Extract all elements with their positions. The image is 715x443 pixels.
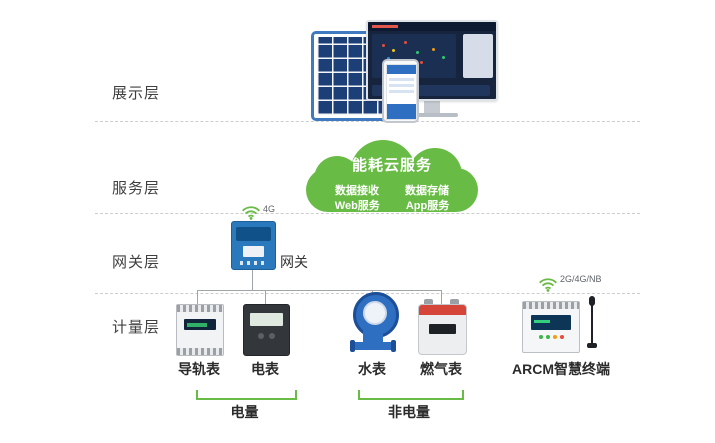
antenna-tip: [589, 296, 595, 306]
cloud-feature-data-store: 数据存储: [405, 185, 449, 197]
meter-label-rail: 导轨表: [178, 361, 220, 377]
cloud-feature-data-receive: 数据接收: [335, 185, 379, 197]
power-meter-display: [250, 313, 283, 326]
desktop-monitor: [366, 20, 498, 117]
cloud-feature-app-service: App服务: [405, 200, 450, 212]
phone-app-content: [389, 78, 414, 81]
cloud-feature-row: 数据接收 数据存储: [306, 182, 478, 198]
cloud-shape: 能耗云服务 数据接收 数据存储 Web服务 App服务: [306, 140, 478, 216]
arcm-terminals-top: [523, 302, 579, 309]
phone-app-footer: [387, 104, 416, 119]
group-bracket-electric: [196, 390, 297, 400]
cloud-title: 能耗云服务: [351, 157, 432, 174]
water-meter-dial: [363, 301, 387, 325]
map-markers: [382, 44, 385, 47]
wifi-signal-icon: [539, 278, 557, 292]
gas-meter-device: [418, 299, 467, 355]
monitor-stand-neck: [424, 101, 440, 113]
phone-screen: [386, 64, 417, 120]
din-rail-meter-device: [176, 304, 224, 356]
gas-meter-body: [418, 304, 467, 355]
layer-label-metering: 计量层: [112, 319, 161, 336]
monitor-screen: [366, 20, 498, 101]
connector-gateway-down: [252, 268, 253, 291]
connector-drop-power-meter: [265, 290, 266, 306]
gateway-ports: [240, 261, 267, 265]
connector-drop-gas-meter: [441, 290, 442, 306]
connector-drop-rail-meter: [197, 290, 198, 306]
meter-label-water: 水表: [358, 361, 386, 377]
meter-label-arcm: ARCM智慧终端: [512, 361, 610, 377]
power-meter-buttons: [244, 333, 289, 339]
arcm-display: [531, 315, 571, 330]
group-bracket-non-electric: [358, 390, 464, 400]
gas-meter-red-band: [419, 305, 466, 315]
gateway-signal-label: 4G: [263, 204, 276, 214]
water-meter-pipe: [350, 340, 396, 352]
gateway-nameplate: [243, 246, 264, 257]
arcm-status-leds: [523, 335, 579, 339]
layer-label-service: 服务层: [112, 180, 161, 197]
rail-meter-lcd: [184, 319, 216, 330]
wifi-signal-icon: [242, 206, 260, 220]
meter-label-gas: 燃气表: [420, 361, 462, 377]
group-label-non-electric: 非电量: [388, 404, 430, 420]
meter-label-power: 电表: [251, 361, 279, 377]
cloud-feature-row: Web服务 App服务: [306, 197, 478, 213]
monitor-stand-base: [406, 113, 458, 117]
antenna-base: [587, 343, 597, 348]
cloud-feature-web-service: Web服务: [334, 200, 380, 212]
phone-app-header: [387, 65, 416, 74]
water-meter-device: [350, 292, 399, 354]
cloud-base: [306, 168, 478, 212]
group-label-electric: 电量: [230, 404, 259, 420]
antenna-rod: [591, 304, 593, 344]
gas-meter-counter: [429, 324, 456, 334]
gas-meter-pipe-left: [424, 299, 433, 306]
arcm-terminal-device: [522, 301, 580, 353]
rail-meter-terminals-bottom: [177, 348, 223, 355]
layer-separator: [95, 213, 640, 214]
arcm-signal-label: 2G/4G/NB: [560, 274, 602, 284]
water-meter-body: [363, 330, 383, 343]
power-meter-device: [243, 304, 290, 356]
dashboard-bottom-charts: [372, 85, 490, 96]
layer-label-gateway: 网关层: [112, 254, 161, 271]
dashboard-topbar: [368, 22, 496, 31]
antenna-icon: [586, 296, 598, 352]
dashboard-side-panel: [463, 34, 493, 78]
connector-horizontal-bus: [197, 290, 442, 291]
smartphone-device: [382, 59, 419, 123]
gateway-front-panel: [236, 227, 271, 241]
gateway-label: 网关: [280, 254, 308, 270]
gateway-device: [231, 221, 276, 270]
layer-separator: [95, 121, 640, 122]
gas-meter-pipe-right: [450, 299, 459, 306]
layer-label-display: 展示层: [112, 85, 161, 102]
rail-meter-terminals-top: [177, 305, 223, 312]
